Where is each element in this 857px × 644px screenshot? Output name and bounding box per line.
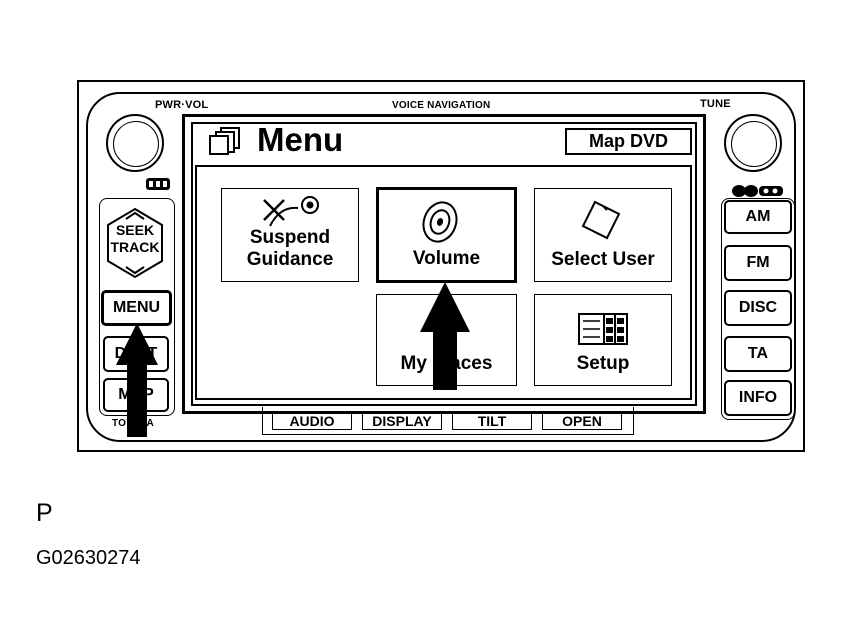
menu-button[interactable]: MENU [101,290,172,326]
right-button-panel [721,198,795,420]
tilt-label: TILT [477,413,507,429]
disc-button[interactable]: DISC [724,290,792,326]
caption-letter: P [36,499,53,527]
suspend-guidance-line1: Suspend [249,227,331,248]
voice-navigation-label: VOICE NAVIGATION [392,100,491,111]
suspend-guidance-line2: Guidance [246,249,334,270]
tilt-button[interactable]: TILT [452,412,532,430]
seek-track-label: SEEK TRACK [106,222,164,256]
ta-button-label: TA [747,345,769,362]
am-button-label: AM [745,208,771,225]
menu-button-label: MENU [112,299,161,316]
fm-button[interactable]: FM [724,245,792,281]
seek-track-button[interactable] [106,207,164,279]
card-icon [581,200,621,240]
track-label: TRACK [110,239,160,255]
info-button-label: INFO [738,389,778,406]
display-button[interactable]: DISPLAY [362,412,442,430]
volume-label: Volume [412,248,481,269]
open-label: OPEN [562,413,602,429]
am-button[interactable]: AM [724,200,792,234]
setup-grid-icon [578,313,628,345]
bottom-button-bar [262,407,634,435]
cd-logo-icon [731,184,785,198]
pwr-vol-knob[interactable] [106,114,164,172]
figure-code: G02630274 [36,547,141,569]
speaker-icon [420,200,460,244]
info-button[interactable]: INFO [724,380,792,416]
suspend-guidance-tile[interactable]: Suspend Guidance [221,188,359,282]
up-arrow-icon [420,282,470,390]
route-cancel-icon [258,194,320,228]
map-dvd-label: Map DVD [588,131,668,151]
tune-knob[interactable] [724,114,782,172]
head-unit-frame [77,80,805,452]
open-button[interactable]: OPEN [542,412,622,430]
display-screen [191,122,697,406]
display-label: DISPLAY [372,413,432,429]
map-dvd-button[interactable]: Map DVD [565,128,692,155]
audio-label: AUDIO [289,413,335,429]
screen-title: Menu [257,121,344,158]
up-arrow-icon [116,323,158,437]
folder-stack-icon [207,126,245,156]
seek-label: SEEK [115,222,155,238]
head-unit-bezel [86,92,796,442]
disc-button-label: DISC [738,299,778,316]
tune-label: TUNE [700,98,731,110]
pwr-vol-label: PWR·VOL [155,99,209,111]
select-user-label: Select User [551,249,655,270]
cd-logo-icon [145,176,171,192]
setup-label: Setup [576,353,630,374]
ta-button[interactable]: TA [724,336,792,372]
menu-grid [195,165,692,400]
fm-button-label: FM [746,254,770,271]
display-screen-frame [182,114,706,414]
audio-button[interactable]: AUDIO [272,412,352,430]
